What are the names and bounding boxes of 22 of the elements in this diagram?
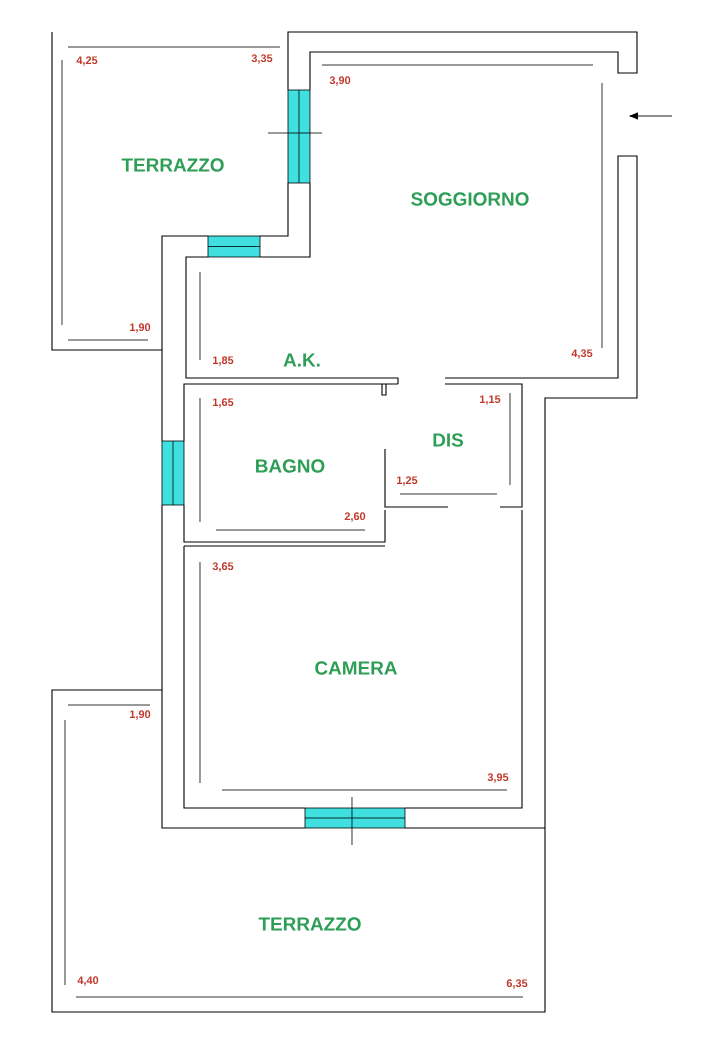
- room-label: A.K.: [283, 353, 320, 367]
- dimension-label: 3,65: [212, 562, 234, 572]
- room-label: SOGGIORNO: [411, 192, 529, 206]
- dimension-label: 3,95: [487, 773, 509, 783]
- dimension-label: 1,90: [130, 710, 151, 720]
- dimension-label: 3,35: [251, 54, 273, 64]
- room-label: BAGNO: [256, 459, 325, 473]
- dimension-label: 4,35: [571, 349, 593, 359]
- room-label: CAMERA: [315, 661, 398, 675]
- dimension-label: 1,65: [213, 398, 234, 408]
- dimension-label: 6,35: [506, 979, 528, 989]
- dimension-label: 2,60: [344, 512, 366, 522]
- room-label: TERRAZZO: [121, 158, 224, 172]
- dimension-label: 4,25: [76, 56, 98, 66]
- room-label: TERRAZZO: [258, 917, 361, 931]
- dimension-label: 1,90: [130, 323, 151, 333]
- dimension-label: 1,15: [480, 395, 501, 405]
- dimension-label: 1,25: [397, 476, 418, 486]
- dimension-label: 3,90: [329, 76, 351, 86]
- dimension-label: 4,40: [77, 976, 99, 986]
- dimension-label: 1,85: [213, 356, 234, 366]
- room-label: DIS: [433, 433, 463, 447]
